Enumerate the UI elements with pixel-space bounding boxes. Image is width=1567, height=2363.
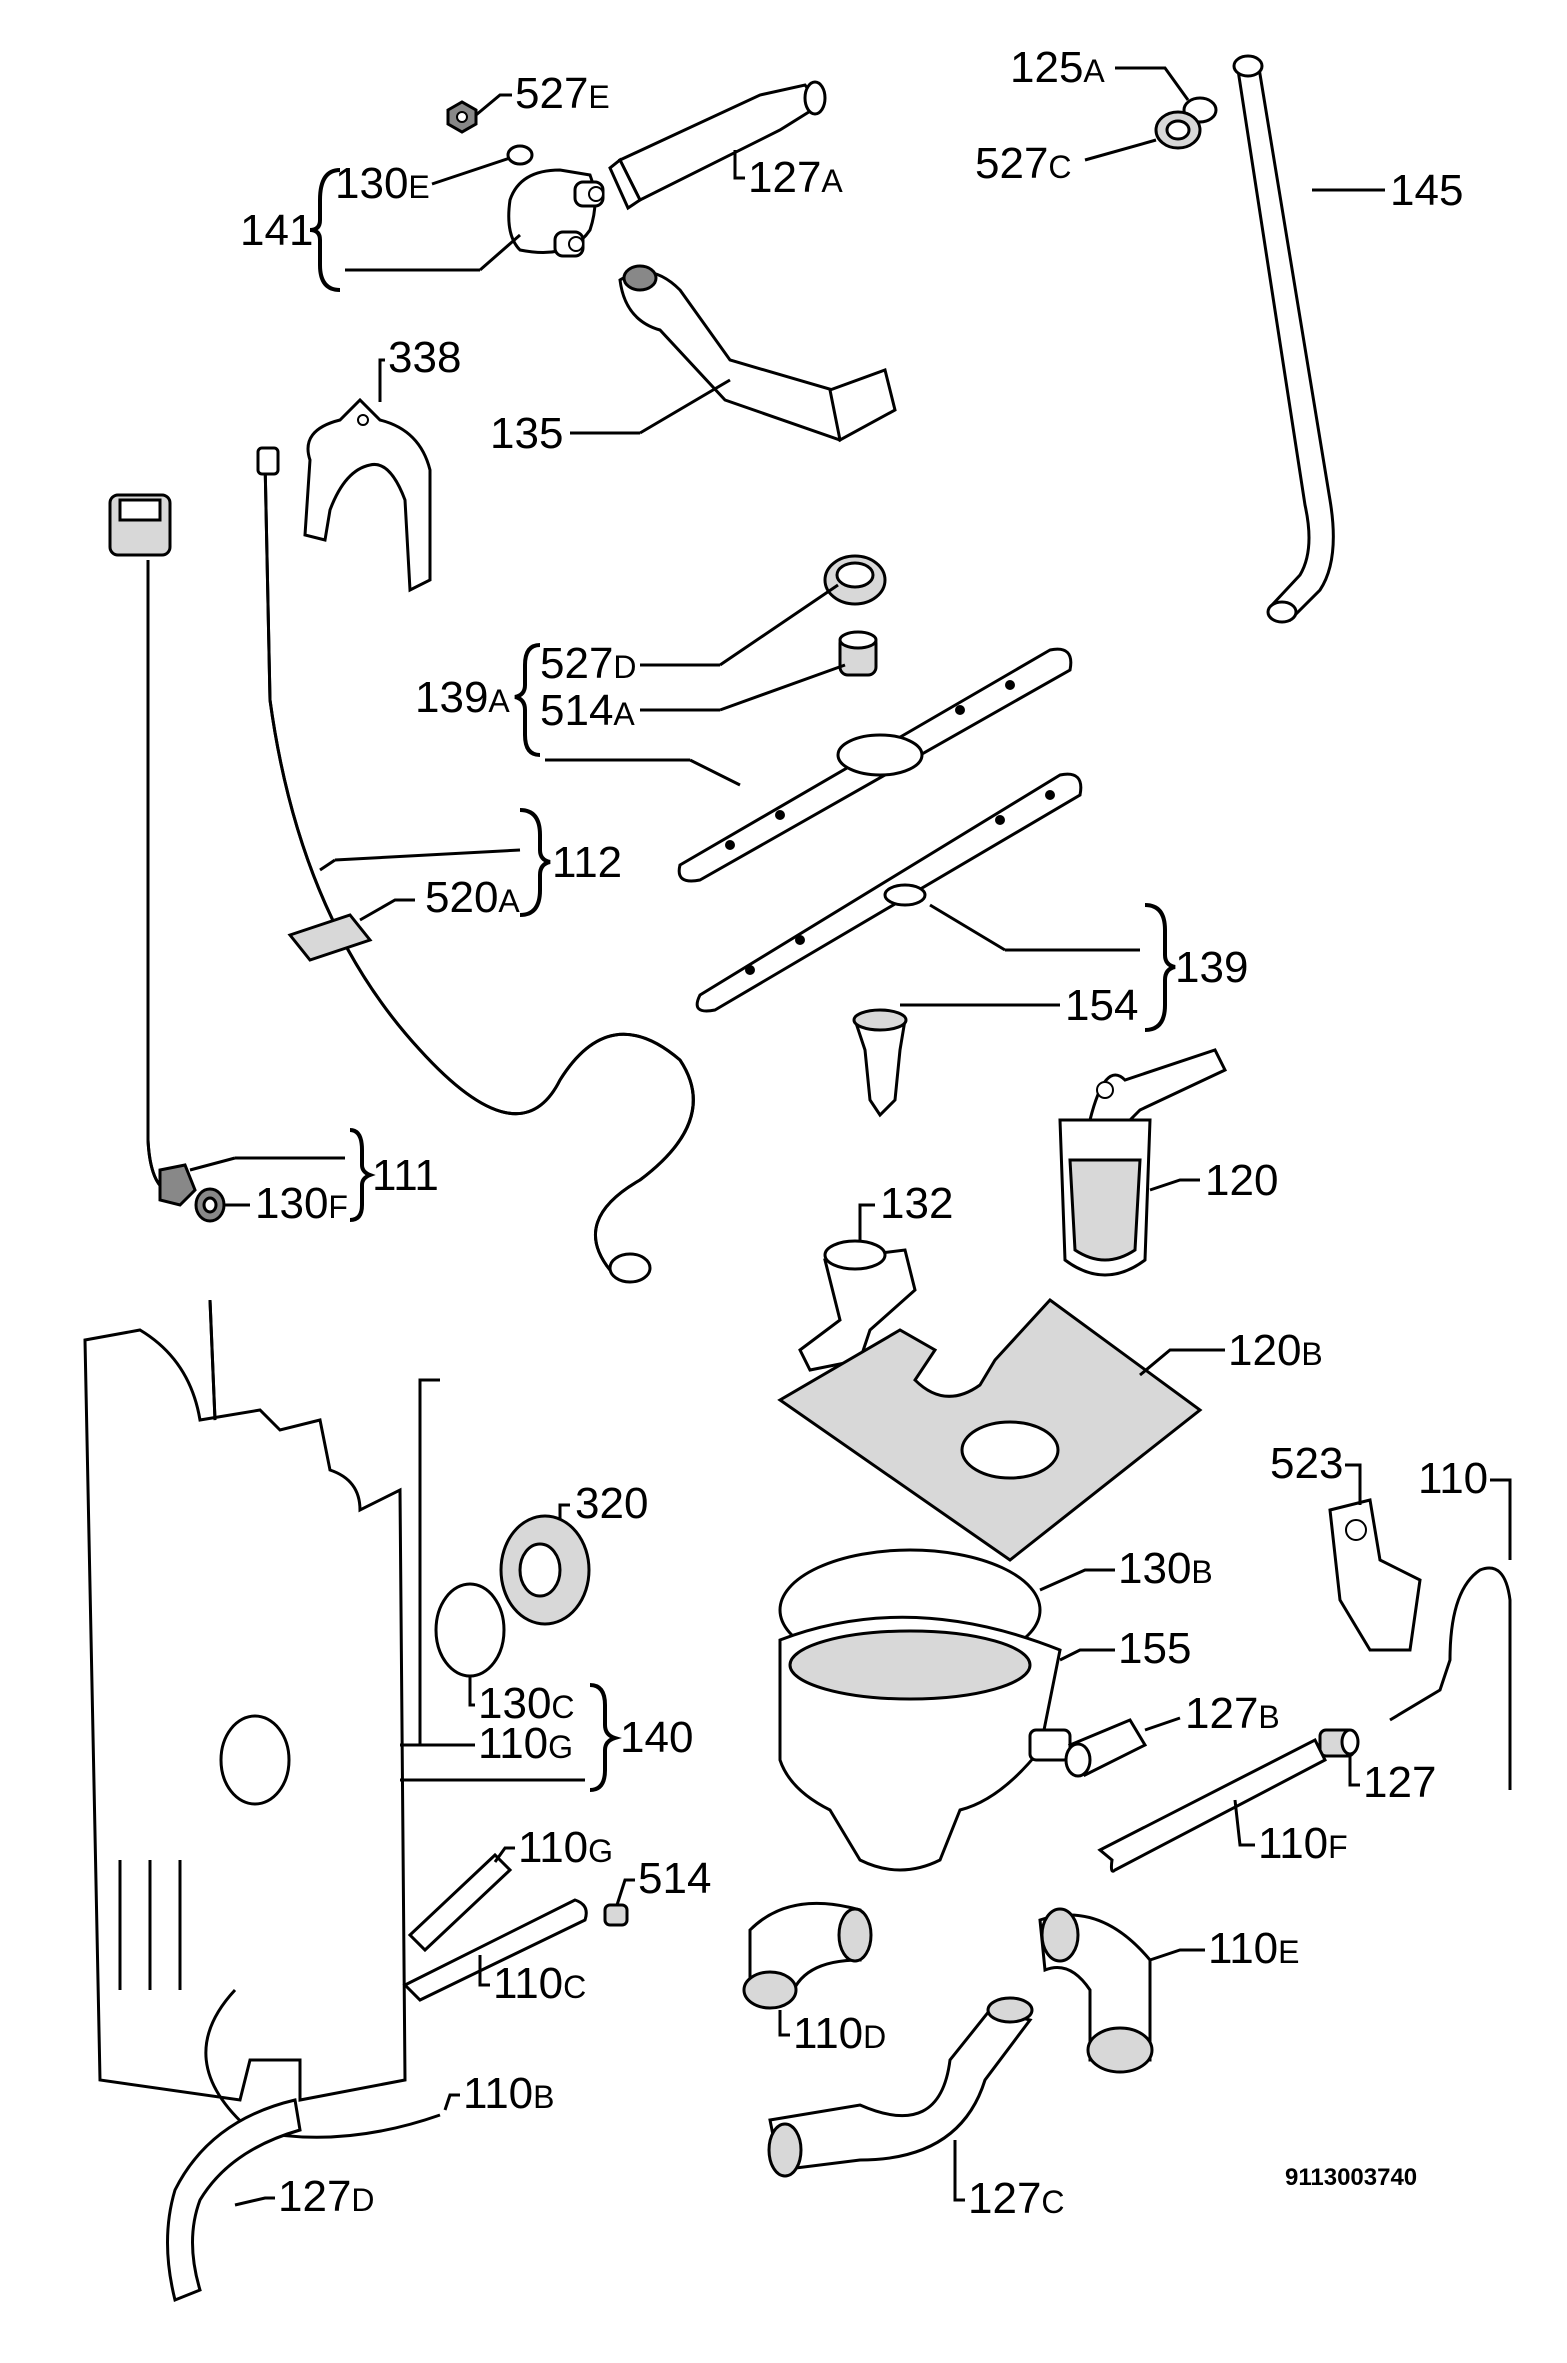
part-140-water-softener-tank [83,1299,407,2102]
part-127A-duct [608,80,827,211]
part-110G-hose [407,1852,513,1953]
label-130B: 130B [1118,1544,1213,1593]
part-145-water-pipe [1232,54,1335,624]
label-338: 338 [388,333,461,382]
label-154: 154 [1065,981,1138,1030]
label-140: 140 [620,1713,693,1762]
part-130C-gasket [434,1582,506,1678]
label-111: 111 [372,1151,439,1200]
label-110C: 110C [493,1959,586,2008]
part-139-lower-spray-arm [695,772,1083,1013]
label-523: 523 [1270,1439,1343,1488]
part-527D-nut [823,554,887,606]
part-523-sensor [1328,1498,1422,1652]
part-130E-washer [506,144,534,166]
label-110B: 110B [463,2069,555,2118]
label-135: 135 [490,409,563,458]
label-132: 132 [880,1179,953,1228]
label-139A: 139A [415,673,510,722]
label-110F: 110F [1258,1819,1348,1868]
part-110-hose [1389,1566,1512,1790]
part-127-fitting [1318,1728,1360,1758]
label-127: 127 [1363,1758,1436,1807]
label-110: 110 [1418,1454,1488,1503]
part-135-spray-arm-holder [618,264,897,443]
label-130C: 130C [478,1679,575,1728]
label-112: 112 [552,838,622,887]
part-514-plug [603,1903,629,1927]
label-527D: 527D [540,639,637,688]
part-320-valve [499,1514,591,1626]
part-139A-upper-spray-arm [677,647,1073,883]
label-110G-lower: 110G [518,1823,613,1872]
label-145: 145 [1390,166,1463,215]
label-139: 139 [1175,943,1248,992]
part-527E-nut [446,100,478,134]
part-127B-sleeve [1064,1718,1148,1778]
label-527C: 527C [975,139,1072,188]
label-125A: 125A [1010,43,1105,92]
part-130F-washer [194,1187,226,1223]
label-155: 155 [1118,1624,1191,1673]
part-labels: 527E 130E 141 127A 125A 527C 145 338 135… [240,43,1488,2223]
part-527C-nut [1154,110,1202,150]
label-514: 514 [638,1854,711,1903]
label-127A: 127A [748,153,843,202]
label-120: 120 [1205,1156,1278,1205]
label-127B: 127B [1185,1689,1280,1738]
part-155-sump [778,1615,1072,1872]
label-130F: 130F [255,1179,348,1228]
label-127C: 127C [968,2174,1065,2223]
label-130E: 130E [335,159,430,208]
label-110D: 110D [793,2009,886,2058]
part-127C-drain-hose [767,1996,1034,2178]
document-number: 9113003740 [1285,2164,1417,2191]
label-110G: 110G [478,1719,573,1768]
label-110E: 110E [1208,1924,1300,1973]
label-320: 320 [575,1479,648,1528]
part-110C-hose [402,1898,588,2002]
part-110E-elbow [1038,1907,1154,2074]
part-338-bracket [303,397,432,593]
part-120B-flat-filter [777,1297,1203,1562]
label-127D: 127D [278,2172,375,2221]
label-527E: 527E [515,69,610,118]
label-120B: 120B [1228,1326,1323,1375]
part-110F-hose [1097,1737,1327,1873]
label-514A: 514A [540,686,635,735]
part-132-sump-fitting [798,1239,917,1372]
part-120-micro-filter [1058,1048,1228,1277]
part-520A-clamp-plate [287,913,373,962]
part-514A-bushing [838,630,878,677]
part-141-connector [507,168,605,258]
label-520A: 520A [425,873,520,922]
label-141: 141 [240,206,313,255]
part-111-inlet-hose [108,493,197,1207]
leader-lines [189,66,1512,2207]
part-154-support [852,1008,908,1118]
part-127D-hose [166,2098,302,2303]
part-110D-elbow [742,1901,873,2010]
